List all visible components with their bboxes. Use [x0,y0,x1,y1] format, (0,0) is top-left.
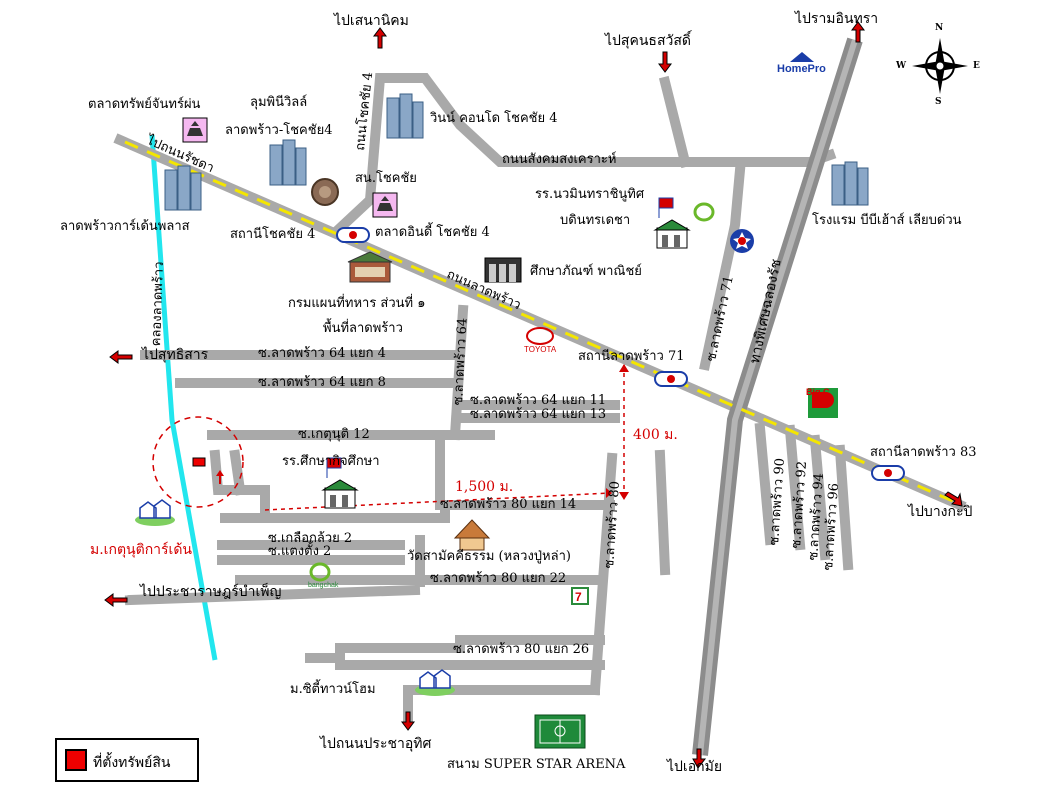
map-legend: ที่ตั้งทรัพย์สิน [55,738,199,782]
label-suksapan: ศึกษาภัณฑ์ พาณิชย์ [530,264,642,279]
label-to-pracharat: ไปประชาราษฎร์บำเพ็ญ [140,584,282,600]
label-to-ramintra: ไปรามอินทรา [795,11,879,27]
label-mu-city: ม.ซิตี้ทาวน์โฮม [290,682,376,697]
property-marker [192,457,206,467]
legend-property-label: ที่ตั้งทรัพย์สิน [93,755,171,771]
label-bangchak: bangchak [308,582,339,589]
label-win-condo: วินน์ คอนโด โชคชัย 4 [430,111,558,126]
label-school-nawamin: รร.นวมินทราชินูทิศ [535,187,645,202]
building-icon [164,93,869,211]
legend-property-swatch [65,749,87,771]
seven-eleven-icon [571,587,589,605]
label-to-senanikhom: ไปเสนานิคม [334,13,409,29]
label-soi64-8: ซ.ลาดพร้าว 64 แยก 8 [258,375,386,390]
school-icon [321,197,691,509]
compass-w: W [896,61,907,71]
label-soi80-14: ซ.ลาดพร้าว 80 แยก 14 [440,497,577,512]
label-st-chokchai4: สถานีโชคชัย 4 [230,227,316,242]
label-lumpini: ลุมพินีวิลล์ [250,95,308,110]
label-soi-kluay2: ซ.เกลือกล้วย 2 [268,531,353,546]
compass-icon [912,38,968,94]
main-road-centerline [124,140,956,504]
label-dist-1500: 1,500 ม. [455,479,514,495]
label-krom-paen-2: พื้นที่ลาดพร้าว [323,321,403,336]
compass-s: S [935,97,942,107]
label-krom-paen: กรมแผนที่ทหาร ส่วนที่ ๑ [288,296,426,311]
compass-e: E [973,61,980,71]
label-school-suksa: รร.ศึกษากิจศึกษา [282,454,380,469]
government-building-icon [347,251,393,283]
label-toyota: TOYOTA [524,345,557,354]
label-to-suknasawat: ไปสุคนธสวัสดิ์ [605,33,691,49]
svg-text:7: 7 [575,590,582,604]
label-homepro: HomePro [777,63,826,75]
label-soi80-22: ซ.ลาดพร้าว 80 แยก 22 [430,571,567,586]
label-road-sangkhom: ถนนสังคมสงเคราะห์ [502,152,617,167]
label-to-suthisan: ไปสุทธิสาร [142,347,209,363]
label-soi64-13: ซ.ลาดพร้าว 64 แยก 13 [470,407,607,422]
label-mu-kate: ม.เกตุนุติการ์เด้น [90,542,192,558]
temple-icon [453,519,491,551]
property-radius [152,416,244,508]
toyota-logo-icon [526,327,554,345]
label-talad-indy: ตลาดอินดี้ โชคชัย 4 [375,225,490,240]
label-hotel-bbh: โรงแรม บีบีเฮ้าส์ เลียบด่วน [812,213,962,228]
label-to-bangkapi: ไปบางกะปิ [908,504,973,520]
market-icon [182,117,398,218]
label-soi64-11: ซ.ลาดพร้าว 64 แยก 11 [470,393,607,408]
label-talad-chan: ตลาดทรัพย์จันทร์ผ่น [88,97,201,112]
label-to-ekkamai: ไปเอกมัย [667,759,723,775]
compass-n: N [935,23,944,33]
train-station-icon [336,227,905,481]
label-st-ladprao83: สถานีลาดพร้าว 83 [870,445,977,460]
label-super-star: สนาม SUPER STAR ARENA [447,757,626,772]
label-wat-samakkhi: วัดสามัคคีธรรม (หลวงปู่หล่า) [407,549,571,564]
label-sn-chokchai: สน.โชคชัย [355,171,417,186]
canal [149,134,218,661]
shop-icon [484,257,522,283]
label-ladprao-garden: ลาดพร้าวการ์เด้นพลาส [60,219,190,234]
label-soi-kate12: ซ.เกตุนุติ 12 [298,427,370,442]
housing-icon [135,499,455,696]
label-to-pracha-uthit: ไปถนนประชาอุทิศ [320,736,432,752]
label-soi64-4: ซ.ลาดพร้าว 64 แยก 4 [258,346,386,361]
label-klong-ladprao: คลองลาดพร้าว [149,261,167,347]
homepro-logo-icon [790,52,814,62]
label-school-nawamin-2: บดินทรเดชา [560,213,631,228]
label-st-ladprao71: สถานีลาดพร้าว 71 [578,349,685,364]
label-soi-taengtang2: ซ.แตงตั้ง 2 [268,544,332,559]
label-dist-400: 400 ม. [633,427,678,443]
label-big-c: Big C [806,387,830,397]
direction-arrows [104,21,963,769]
gas-station-icon [309,202,754,582]
label-soi80-26: ซ.ลาดพร้าว 80 แยก 26 [453,642,590,657]
label-lumpini-2: ลาดพร้าว-โชคชัย4 [225,123,333,138]
